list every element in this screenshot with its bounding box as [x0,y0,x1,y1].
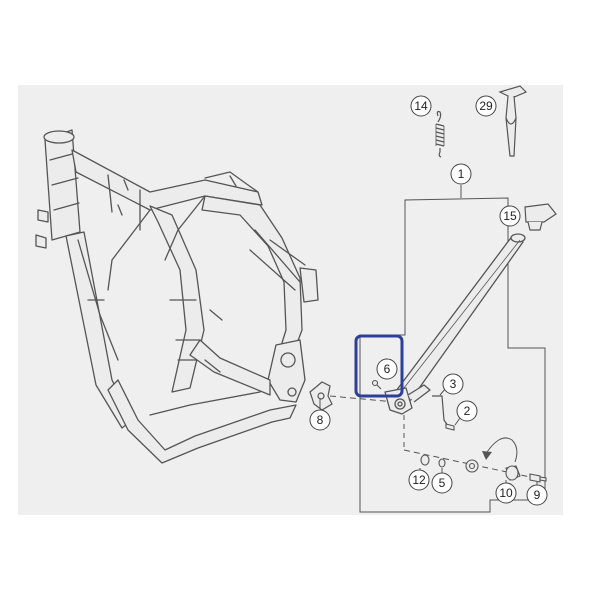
assembly-arrow [484,437,518,463]
callout-label: 15 [503,209,517,223]
callout-label: 8 [317,413,324,427]
part-6-screw [371,379,382,390]
callout-5: 5 [431,472,453,494]
part-15-foot [524,203,557,231]
part-8-bracket [309,381,333,411]
callout-1: 1 [450,163,472,185]
callout-15: 15 [499,205,521,227]
callout-label: 29 [479,99,493,113]
callout-12: 12 [408,469,430,491]
side-stand [384,233,526,415]
part-12-washer [420,454,430,466]
callout-9: 9 [526,484,548,506]
callout-label: 6 [384,362,391,376]
part-5-washer [438,458,446,468]
callout-10: 10 [495,482,517,504]
callout-label: 3 [450,377,457,391]
callout-label: 9 [534,488,541,502]
callout-14: 14 [410,95,432,117]
bushing [465,459,479,473]
highlight-box [354,334,404,398]
callout-2: 2 [456,400,478,422]
motorcycle-frame [35,129,319,464]
part-10-spacer [505,465,521,481]
part-29-tool [498,85,528,157]
part-2-screw [445,423,455,431]
callout-6: 6 [376,358,398,380]
part-2-leader [454,417,461,426]
assembly-arrowhead [482,451,492,460]
callout-8: 8 [309,409,331,431]
part-14-spring [435,110,445,158]
assembly-dashed-line-8 [329,395,396,403]
callout-3: 3 [442,373,464,395]
callout-label: 5 [439,476,446,490]
part-9-bolt [529,473,547,483]
callout-label: 14 [414,99,428,113]
callout-label: 10 [499,486,513,500]
callout-label: 1 [458,167,465,181]
callout-label: 12 [412,473,426,487]
callout-label: 2 [464,404,471,418]
callout-29: 29 [475,95,497,117]
